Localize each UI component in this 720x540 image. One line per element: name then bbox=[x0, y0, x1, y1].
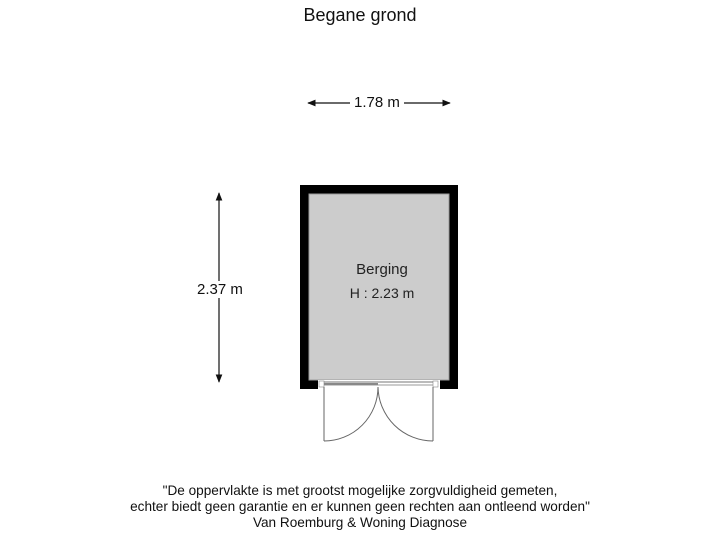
disclaimer-line-2: echter biedt geen garantie en er kunnen … bbox=[130, 499, 590, 514]
disclaimer-line-1: "De oppervlakte is met grootst mogelijke… bbox=[162, 483, 558, 498]
depth-dimension-label: 2.37 m bbox=[196, 281, 244, 298]
room-berging bbox=[300, 185, 458, 389]
disclaimer: "De oppervlakte is met grootst mogelijke… bbox=[0, 483, 720, 531]
room-name: Berging bbox=[356, 261, 408, 278]
room-height: H : 2.23 m bbox=[349, 285, 415, 301]
width-dimension-label: 1.78 m bbox=[350, 94, 404, 111]
room-floor bbox=[309, 194, 449, 380]
company-name: Van Roemburg & Woning Diagnose bbox=[252, 515, 468, 530]
floor-title: Begane grond bbox=[303, 5, 417, 25]
double-door bbox=[318, 380, 440, 442]
